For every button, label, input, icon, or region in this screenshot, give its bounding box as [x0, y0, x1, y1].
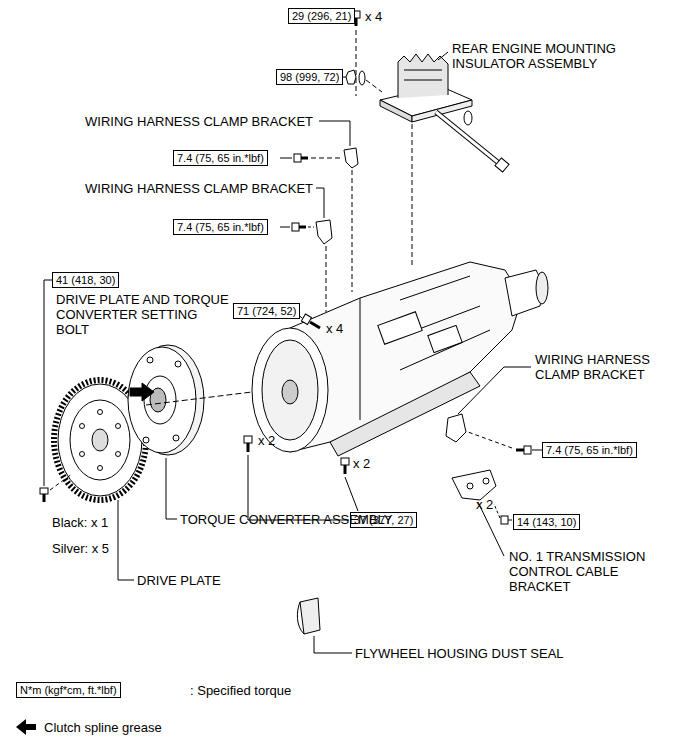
- part-name: TORQUE CONVERTER ASSEMBLY: [180, 512, 392, 527]
- torque-value: N*m (kgf*cm, ft.*lbf): [20, 684, 117, 696]
- torque-value: 14 (143, 10): [517, 516, 576, 528]
- torque-value: 29 (296, 21): [292, 10, 351, 22]
- torque-spec-box: 71 (724, 52): [233, 303, 300, 319]
- part-name: WIRING HARNESS CLAMP BRACKET: [85, 114, 313, 129]
- part-name: WIRING HARNESS CLAMP BRACKET: [535, 352, 675, 382]
- quantity-label: x 2: [353, 456, 370, 471]
- quantity-label: Silver: x 5: [52, 541, 109, 556]
- quantity-label: x 2: [476, 497, 493, 512]
- quantity-label: x 4: [326, 321, 343, 336]
- part-name: DRIVE PLATE AND TORQUE CONVERTER SETTING…: [56, 292, 231, 337]
- quantity-label: x 2: [258, 433, 275, 448]
- legend-text: : Specified torque: [190, 683, 291, 698]
- part-name: WIRING HARNESS CLAMP BRACKET: [85, 181, 313, 196]
- torque-spec-box: 7.4 (75, 65 in.*lbf): [173, 150, 268, 166]
- legend-text: Clutch spline grease: [44, 720, 162, 735]
- part-name: NO. 1 TRANSMISSION CONTROL CABLE BRACKET: [509, 549, 674, 594]
- grease-arrow-symbol: [16, 719, 36, 735]
- torque-spec-box: 14 (143, 10): [513, 514, 580, 530]
- torque-converter: [128, 345, 204, 455]
- torque-value: 41 (418, 30): [56, 274, 115, 286]
- torque-spec-box: 29 (296, 21): [288, 8, 355, 24]
- part-name: REAR ENGINE MOUNTING INSULATOR ASSEMBLY: [452, 41, 662, 71]
- torque-spec-box: 41 (418, 30): [52, 272, 119, 288]
- torque-value: 98 (999, 72): [280, 71, 339, 83]
- insulator: [380, 54, 509, 172]
- torque-value: 7.4 (75, 65 in.*lbf): [546, 444, 633, 456]
- quantity-label: x 4: [365, 9, 382, 24]
- torque-spec-box: 7.4 (75, 65 in.*lbf): [173, 219, 268, 235]
- transmission: [252, 262, 548, 456]
- torque-value: 7.4 (75, 65 in.*lbf): [177, 221, 264, 233]
- torque-spec-box: N*m (kgf*cm, ft.*lbf): [16, 682, 121, 698]
- torque-spec-box: 7.4 (75, 65 in.*lbf): [542, 442, 637, 458]
- torque-spec-box: 98 (999, 72): [276, 69, 343, 85]
- part-name: DRIVE PLATE: [137, 573, 221, 588]
- torque-value: 71 (724, 52): [237, 305, 296, 317]
- part-name: FLYWHEEL HOUSING DUST SEAL: [355, 646, 564, 661]
- torque-value: 7.4 (75, 65 in.*lbf): [177, 152, 264, 164]
- quantity-label: Black: x 1: [52, 515, 108, 530]
